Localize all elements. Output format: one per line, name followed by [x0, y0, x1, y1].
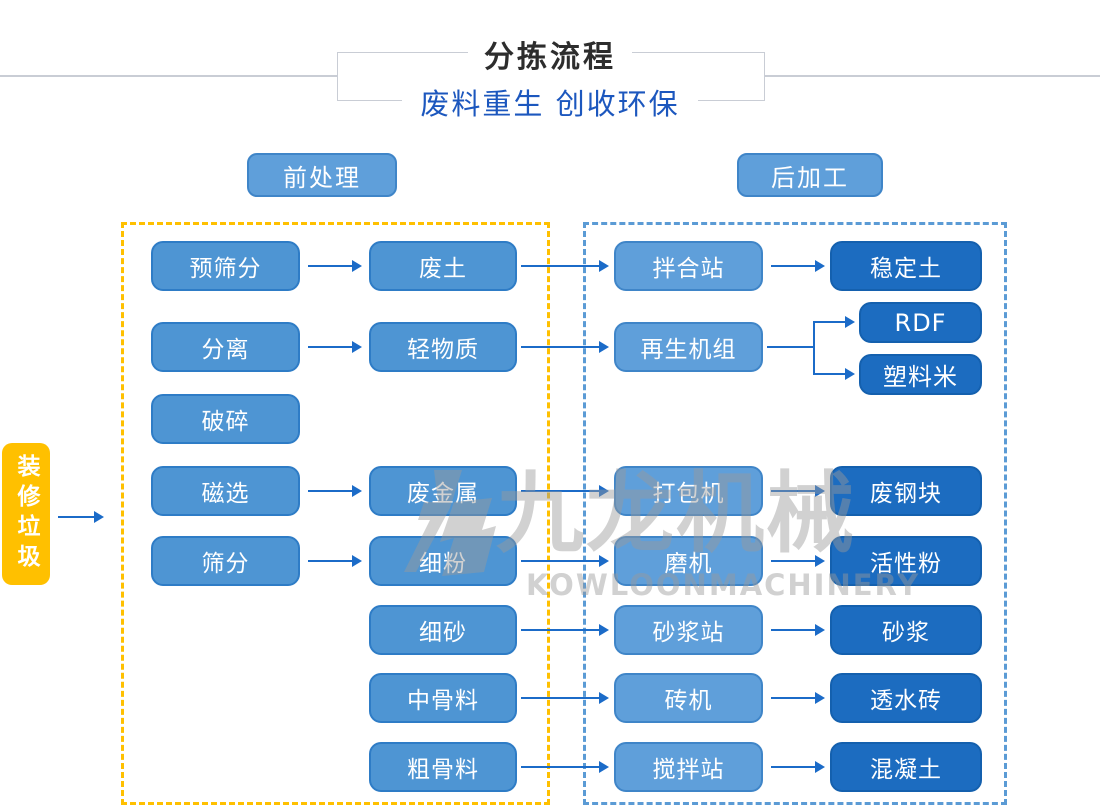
header-line-left: [0, 75, 337, 77]
arrow-r4-a: [308, 485, 362, 497]
arrow-branch-rdf: [813, 316, 855, 328]
node-baler: 打包机: [614, 466, 763, 516]
node-fine-sand: 细砂: [369, 605, 517, 655]
postprocessing-group-box: [583, 222, 1007, 805]
node-brick-machine: 砖机: [614, 673, 763, 723]
arrow-r8-b: [771, 761, 825, 773]
arrow-r6-b: [771, 624, 825, 636]
arrow-r2-a: [308, 341, 362, 353]
section-label-postprocessing: 后加工: [737, 153, 883, 197]
arrow-branch-pellets: [813, 368, 855, 380]
node-pre-screening: 预筛分: [151, 241, 300, 291]
arrow-r4-b: [521, 485, 609, 497]
node-batching-station: 搅拌站: [614, 742, 763, 792]
node-separation: 分离: [151, 322, 300, 372]
node-active-powder: 活性粉: [830, 536, 982, 586]
node-stabilized-soil: 稳定土: [830, 241, 982, 291]
arrow-r1-b: [521, 260, 609, 272]
section-label-pretreatment: 前处理: [247, 153, 397, 197]
node-mortar-station: 砂浆站: [614, 605, 763, 655]
arrow-r5-a: [308, 555, 362, 567]
header-frame: [337, 52, 765, 101]
node-recycling-unit: 再生机组: [614, 322, 763, 372]
node-rdf: RDF: [859, 302, 982, 343]
arrow-r7-a: [521, 692, 609, 704]
branch-line-v: [813, 321, 815, 375]
node-scrap-steel-block: 废钢块: [830, 466, 982, 516]
node-scrap-metal: 废金属: [369, 466, 517, 516]
arrow-r1-a: [308, 260, 362, 272]
header-line-right: [765, 75, 1100, 77]
arrow-r4-c: [771, 485, 825, 497]
node-renovation-waste: 装修垃圾: [2, 443, 50, 585]
node-permeable-brick: 透水砖: [830, 673, 982, 723]
arrow-r1-c: [771, 260, 825, 272]
node-screening: 筛分: [151, 536, 300, 586]
arrow-r8-a: [521, 761, 609, 773]
node-fine-powder: 细粉: [369, 536, 517, 586]
node-magnetic-separation: 磁选: [151, 466, 300, 516]
node-coarse-aggregate: 粗骨料: [369, 742, 517, 792]
node-plastic-pellets: 塑料米: [859, 354, 982, 395]
node-mortar: 砂浆: [830, 605, 982, 655]
node-medium-aggregate: 中骨料: [369, 673, 517, 723]
node-concrete: 混凝土: [830, 742, 982, 792]
pretreatment-group-box: [121, 222, 550, 805]
node-mill: 磨机: [614, 536, 763, 586]
arrow-r2-b: [521, 341, 609, 353]
arrow-input: [58, 511, 104, 523]
node-mixing-station: 拌合站: [614, 241, 763, 291]
arrow-r7-b: [771, 692, 825, 704]
arrow-r5-b: [521, 555, 609, 567]
branch-line-h: [767, 346, 813, 348]
node-light-material: 轻物质: [369, 322, 517, 372]
node-crushing: 破碎: [151, 394, 300, 444]
arrow-r5-c: [771, 555, 825, 567]
arrow-r6-a: [521, 624, 609, 636]
node-waste-soil: 废土: [369, 241, 517, 291]
